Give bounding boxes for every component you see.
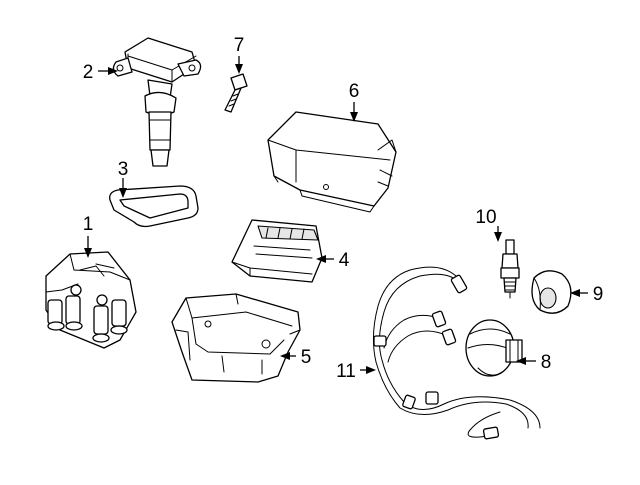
callout-labels: 1 2 3 4 5 6 7 8 9 10 11	[83, 35, 604, 382]
callout-1: 1	[83, 214, 94, 235]
part-4-ecm-module[interactable]	[231, 219, 323, 283]
callout-4: 4	[339, 250, 350, 271]
part-9-boot[interactable]	[531, 270, 572, 314]
part-8-sensor[interactable]	[465, 319, 523, 377]
arrowhead-9	[570, 289, 580, 297]
part-7-bolt[interactable]	[224, 73, 248, 113]
callout-2: 2	[83, 62, 94, 83]
callout-9: 9	[593, 284, 604, 305]
callout-10: 10	[475, 207, 496, 228]
arrowhead-3	[119, 188, 127, 198]
arrowhead-8	[516, 357, 526, 365]
arrowhead-1	[84, 248, 92, 258]
part-11-wiring-harness[interactable]	[372, 266, 541, 440]
arrowhead-4	[316, 255, 326, 263]
arrowhead-6	[350, 112, 358, 122]
part-2-ignition-coil[interactable]	[112, 37, 202, 167]
callout-11: 11	[336, 361, 356, 382]
arrowhead-11	[366, 366, 376, 374]
part-10-spark-plug[interactable]	[500, 239, 520, 299]
callout-6: 6	[349, 81, 360, 102]
callout-3: 3	[118, 159, 129, 180]
callout-leaders	[84, 56, 588, 374]
arrowhead-5	[280, 352, 290, 360]
callout-5: 5	[301, 347, 312, 368]
arrowhead-2	[108, 67, 118, 75]
part-5-tray[interactable]	[171, 293, 301, 383]
part-6-cover[interactable]	[267, 111, 397, 213]
part-1-coil-pack[interactable]	[45, 251, 137, 349]
callout-8: 8	[541, 352, 552, 373]
arrowhead-7	[235, 64, 243, 74]
callout-7: 7	[234, 35, 245, 56]
arrowhead-10	[494, 232, 502, 242]
part-3-gasket[interactable]	[109, 185, 199, 228]
